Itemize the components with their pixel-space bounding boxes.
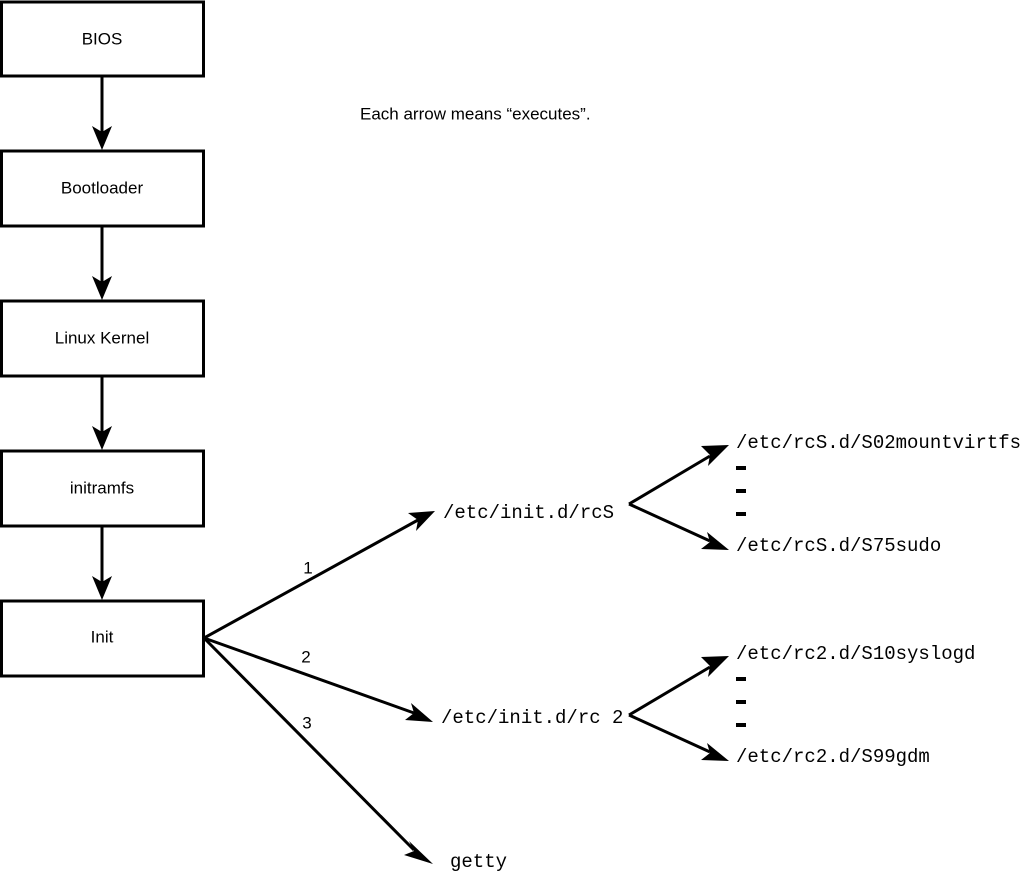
node-bios-rect <box>0 0 205 78</box>
arrowhead-rcs-first <box>701 445 729 466</box>
label-init-d-rc2: /etc/init.d/rc 2 <box>441 707 623 729</box>
label-getty: getty <box>450 851 507 873</box>
arrowhead-rcs-last <box>701 532 729 550</box>
label-init-d-rcs: /etc/init.d/rcS <box>443 502 614 524</box>
edge-rc2-last-line <box>628 713 711 754</box>
edge-rc2-first-line <box>628 665 711 717</box>
node-initramfs-label: initramfs <box>70 478 134 497</box>
rc2-ellipsis-dash-3 <box>736 723 746 727</box>
edge-label-1: 1 <box>303 558 312 577</box>
label-rcs-first-script: /etc/rcS.d/S02mountvirtfs <box>736 432 1021 454</box>
node-initramfs[interactable]: initramfs <box>0 449 205 528</box>
rcs-fanout <box>628 445 729 550</box>
arrowhead-init-getty <box>404 841 433 864</box>
rc2-ellipsis-dash-1 <box>736 677 746 681</box>
arrowhead-init-rcs <box>408 511 435 531</box>
edge-rcs-first-line <box>628 454 711 506</box>
edge-label-2: 2 <box>301 647 310 666</box>
edge-label-3: 3 <box>302 713 311 732</box>
arrowhead-rc2-first <box>701 656 729 677</box>
edge-init-getty-line <box>202 636 416 852</box>
arrowhead-init-rc2 <box>405 703 433 722</box>
rc2-fanout <box>628 656 729 761</box>
node-linux-kernel-label: Linux Kernel <box>55 328 150 347</box>
rcs-ellipsis <box>736 466 746 516</box>
label-rcs-last-script: /etc/rcS.d/S75sudo <box>736 535 941 557</box>
init-branch-1: 1 <box>203 511 435 640</box>
node-bootloader-label: Bootloader <box>61 178 144 197</box>
rcs-ellipsis-dash-2 <box>736 489 746 493</box>
arrowhead-rc2-last <box>701 743 729 761</box>
node-linux-kernel-rect <box>0 299 205 378</box>
node-initramfs-rect <box>0 449 205 528</box>
edge-rcs-last-line <box>628 502 711 543</box>
node-bios[interactable]: BIOS <box>0 0 205 78</box>
label-rc2-first-script: /etc/rc2.d/S10syslogd <box>736 643 975 665</box>
node-bootloader[interactable]: Bootloader <box>0 149 205 228</box>
arrowhead-initramfs-init <box>92 576 112 600</box>
edge-init-rcs-line <box>203 518 419 640</box>
node-bootloader-rect <box>0 149 205 228</box>
edge-init-rc2-line <box>203 636 415 715</box>
node-bios-label: BIOS <box>82 29 123 48</box>
rc2-ellipsis <box>736 677 746 727</box>
rc2-ellipsis-dash-2 <box>736 700 746 704</box>
diagram-caption: Each arrow means “executes”. <box>360 104 591 123</box>
arrowhead-bootloader-kernel <box>92 276 112 300</box>
init-branch-3: 3 <box>202 636 433 864</box>
node-init-label: Init <box>91 627 114 646</box>
init-branch-2: 2 <box>203 636 433 722</box>
node-linux-kernel[interactable]: Linux Kernel <box>0 299 205 378</box>
label-rc2-last-script: /etc/rc2.d/S99gdm <box>736 746 930 768</box>
node-init[interactable]: Init <box>0 599 205 678</box>
chain-connectors <box>92 76 112 600</box>
arrowhead-bios-bootloader <box>92 126 112 150</box>
rcs-ellipsis-dash-3 <box>736 512 746 516</box>
rcs-ellipsis-dash-1 <box>736 466 746 470</box>
arrowhead-kernel-initramfs <box>92 426 112 450</box>
